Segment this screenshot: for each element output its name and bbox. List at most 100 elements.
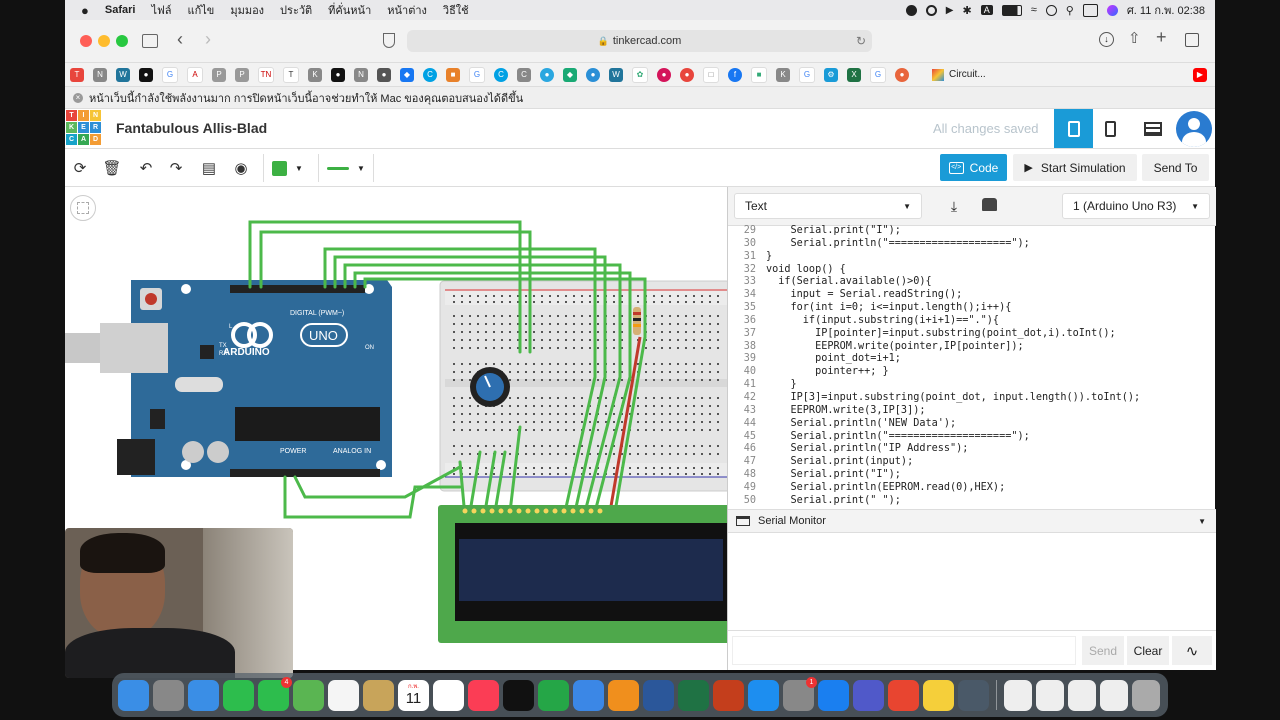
code-line[interactable]: 37 IP[pointer]=input.substring(point_dot… [728, 328, 1216, 341]
menu-window[interactable]: หน้าต่าง [387, 5, 427, 17]
zoom-window-button[interactable] [116, 35, 128, 47]
code-line[interactable]: 36 if(input.substring(i+i+1)=="."){ [728, 315, 1216, 328]
notes2-icon[interactable] [923, 679, 954, 711]
device-select[interactable]: 1 (Arduino Uno R3) ▼ [1062, 193, 1210, 219]
bookmark-icon[interactable]: W [609, 67, 623, 82]
bluetooth-icon[interactable]: ✱ [962, 4, 972, 17]
keynote-icon[interactable] [573, 679, 604, 711]
bookmark-icon[interactable]: C [494, 67, 508, 82]
app-menu-safari[interactable]: Safari [104, 4, 136, 16]
bookmark-icon[interactable]: P [212, 67, 226, 82]
color-picker[interactable]: ▼ [263, 154, 313, 182]
privacy-shield-icon[interactable] [383, 33, 395, 48]
code-line[interactable]: 49 Serial.println(EEPROM.read(0),HEX); [728, 482, 1216, 495]
settings-icon[interactable]: 1 [783, 676, 817, 711]
user-icon[interactable] [1045, 4, 1057, 16]
photos-icon[interactable] [328, 679, 359, 711]
menu-view[interactable]: มุมมอง [230, 5, 265, 17]
code-line[interactable]: 45 Serial.println("===================="… [728, 431, 1216, 444]
fit-view-icon[interactable] [70, 195, 96, 221]
bookmark-icon[interactable]: ● [680, 67, 694, 82]
menu-history[interactable]: ประวัติ [280, 5, 313, 17]
code-line[interactable]: 46 Serial.println("IP Address"); [728, 443, 1216, 456]
send-to-button[interactable]: Send To [1142, 154, 1209, 181]
code-line[interactable]: 34 input = Serial.readString(); [728, 289, 1216, 302]
downloads-icon[interactable]: ↓ [1099, 32, 1114, 47]
code-line[interactable]: 41 } [728, 379, 1216, 392]
pages-icon[interactable] [608, 679, 639, 711]
schematic-view-button[interactable] [1102, 120, 1118, 138]
trash-icon[interactable] [1132, 679, 1160, 711]
launchpad-icon[interactable] [153, 679, 184, 711]
code-line[interactable]: 50 Serial.print(" "); [728, 495, 1216, 508]
code-line[interactable]: 42 IP[3]=input.substring(point_dot, inpu… [728, 392, 1216, 405]
serial-send-button[interactable]: Send [1082, 636, 1124, 665]
facetime-icon[interactable] [223, 679, 254, 711]
arduino-board[interactable] [100, 280, 392, 477]
share-icon[interactable]: ⇧ [1128, 30, 1141, 47]
code-line[interactable]: 31} [728, 251, 1216, 264]
lcd-display[interactable] [438, 505, 727, 643]
menu-help[interactable]: วิธีใช้ [442, 5, 469, 17]
circuit-view-button[interactable] [1054, 109, 1093, 148]
folder-icon[interactable] [1004, 679, 1032, 711]
code-line[interactable]: 33 if(Serial.available()>0){ [728, 276, 1216, 289]
bookmark-icon[interactable]: G [162, 66, 178, 83]
calendar-icon[interactable]: ก.พ.11 [398, 679, 429, 711]
code-line[interactable]: 40 pointer++; } [728, 366, 1216, 379]
bookmark-icon[interactable]: ● [139, 67, 153, 82]
bookmark-icon[interactable]: N [354, 67, 368, 82]
bookmark-icon[interactable]: K [776, 67, 790, 82]
bookmark-icon[interactable]: ● [586, 67, 600, 82]
wifi-icon[interactable]: ≈ [1030, 4, 1037, 16]
safari-icon[interactable] [818, 679, 849, 711]
url-bar[interactable]: 🔒 tinkercad.com ↻ [407, 30, 872, 52]
folder2-icon[interactable] [1036, 679, 1064, 711]
red-wire[interactable] [608, 336, 642, 513]
apple-icon[interactable]: ● [81, 2, 89, 18]
code-line[interactable]: 38 EEPROM.write(pointer,IP[pointer]); [728, 341, 1216, 354]
bookmark-icon[interactable]: C [423, 67, 437, 82]
redo-icon[interactable]: ↷ [169, 160, 183, 177]
bookmark-icon[interactable]: N [93, 67, 107, 82]
messages-icon[interactable]: 4 [258, 676, 292, 711]
sidebar-icon[interactable] [142, 34, 158, 48]
appstore-icon[interactable] [748, 679, 779, 711]
bookmark-icon[interactable]: C [517, 67, 531, 82]
forward-icon[interactable]: › [205, 29, 211, 49]
folder3-icon[interactable] [1068, 679, 1096, 711]
menubar-clock[interactable]: ศ. 11 ก.พ. 02:38 [1126, 5, 1205, 17]
user-avatar[interactable] [1176, 111, 1212, 147]
serial-clear-button[interactable]: Clear [1127, 636, 1169, 665]
code-button[interactable]: </> Code [940, 154, 1007, 181]
rotate-icon[interactable]: ⟳ [73, 160, 87, 177]
bookmark-icon[interactable]: ◆ [400, 67, 414, 82]
bookmark-icon[interactable]: ◆ [563, 67, 577, 82]
teams-icon[interactable] [853, 679, 884, 711]
code-line[interactable]: 29 Serial.print("I"); [728, 225, 1216, 238]
spotlight-icon[interactable]: ⚲ [1065, 4, 1074, 17]
control-center-icon[interactable] [1082, 3, 1098, 17]
finder-icon[interactable] [118, 679, 149, 711]
code-line[interactable]: 35 for(int i=0; i<=input.length();i++){ [728, 302, 1216, 315]
new-tab-icon[interactable]: + [1156, 27, 1167, 47]
bookmark-icon[interactable]: G [799, 66, 815, 83]
youtube-icon[interactable]: ▶ [1193, 67, 1207, 82]
menu-file[interactable]: ไฟล์ [151, 5, 172, 17]
menu-edit[interactable]: แก้ไข [187, 5, 215, 17]
undo-icon[interactable]: ↶ [139, 160, 153, 177]
close-window-button[interactable] [80, 35, 92, 47]
battery-icon[interactable] [1001, 4, 1022, 16]
bookmark-icon[interactable]: ● [657, 67, 671, 82]
tv-icon[interactable] [503, 679, 534, 711]
serial-monitor-header[interactable]: Serial Monitor ▼ [728, 509, 1216, 533]
quicktime-icon[interactable] [958, 679, 989, 711]
code-line[interactable]: 44 Serial.println('NEW Data'); [728, 418, 1216, 431]
creative-cloud-icon[interactable] [925, 4, 937, 16]
notes-icon[interactable] [363, 679, 394, 711]
play-icon[interactable]: ▶ [945, 4, 954, 16]
pencil-icon[interactable] [888, 679, 919, 711]
menu-bookmarks[interactable]: ที่คั่นหน้า [328, 5, 372, 17]
notes-icon[interactable]: ▤ [201, 160, 217, 177]
maps-icon[interactable] [293, 679, 324, 711]
